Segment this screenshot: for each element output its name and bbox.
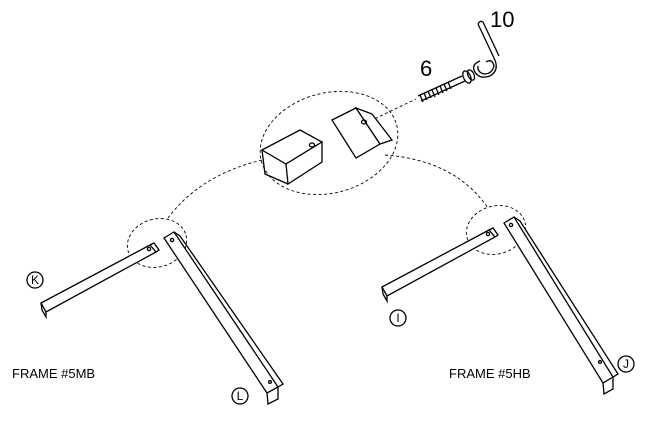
frame-right [381, 205, 619, 396]
svg-text:I: I [396, 311, 399, 325]
detail-link-left [167, 159, 263, 219]
label-j: J [617, 355, 635, 373]
label-l: L [231, 387, 249, 405]
svg-text:K: K [31, 273, 39, 287]
label-k: K [26, 271, 44, 289]
frame-right-label: FRAME #5HB [449, 366, 531, 381]
bolt-icon [369, 69, 476, 122]
joint-detail [259, 90, 399, 196]
label-i: I [389, 309, 407, 327]
frame-left-label: FRAME #5MB [12, 366, 95, 381]
detail-link-right [384, 154, 489, 209]
hex-key-icon [472, 20, 500, 78]
svg-text:J: J [623, 357, 629, 371]
hex-key-number: 10 [490, 7, 514, 32]
bolt-number: 6 [420, 56, 432, 81]
frame-left [40, 218, 284, 406]
svg-text:L: L [237, 389, 244, 403]
